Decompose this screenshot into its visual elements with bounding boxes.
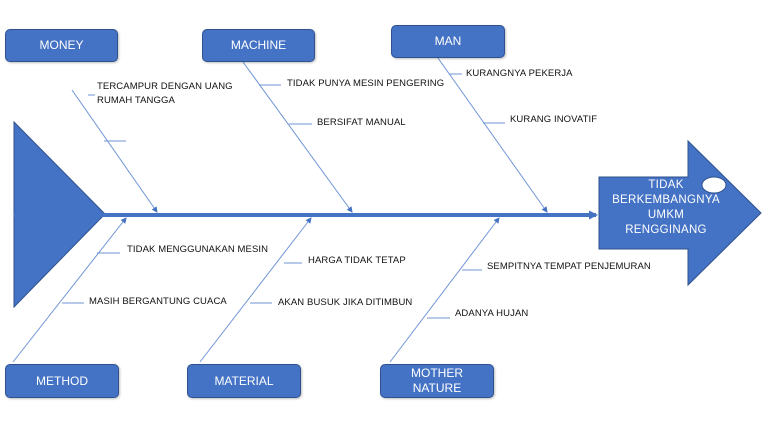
cause-money-1-line: TERCAMPUR DENGAN UANG: [97, 81, 233, 92]
effect-line-3: UMKM: [647, 209, 685, 221]
cause-man-1: KURANGNYA PEKERJA: [466, 68, 573, 79]
category-material-label: MATERIAL: [214, 373, 274, 388]
bone-money: [71, 89, 158, 213]
cause-mother-nature-2: ADANYA HUJAN: [455, 308, 529, 319]
category-method-label: METHOD: [36, 373, 88, 388]
bone-mother-nature: [389, 217, 500, 363]
cause-machine-2: BERSIFAT MANUAL: [317, 117, 406, 128]
category-mother-nature: MOTHER NATURE: [380, 364, 494, 398]
bone-method: [12, 217, 127, 363]
category-material: MATERIAL: [187, 364, 301, 398]
cause-money-1-line-2: RUMAH TANGGA: [97, 95, 175, 106]
category-money-label: MONEY: [39, 38, 84, 52]
bone-material: [199, 217, 312, 363]
fish-eye: [701, 176, 727, 194]
category-machine-label: MACHINE: [230, 38, 287, 52]
cause-man-2: KURANG INOVATIF: [510, 114, 598, 125]
category-machine: MACHINE: [202, 29, 315, 62]
bone-man: [437, 57, 548, 213]
cause-money-1: TERCAMPUR DENGAN UANG RUMAH TANGGA: [97, 80, 233, 108]
category-method: METHOD: [5, 364, 119, 398]
effect-arrow-head: [598, 139, 762, 287]
effect-line-2: BERKEMBANGNYA: [612, 194, 720, 206]
bone-machine: [242, 61, 353, 213]
effect-line-1: TIDAK: [648, 179, 684, 191]
category-mother-nature-line-2: NATURE: [412, 381, 462, 395]
effect-line-4: RENGGINANG: [625, 224, 707, 236]
cause-method-2: MASIH BERGANTUNG CUACA: [89, 296, 227, 307]
category-man: MAN: [391, 25, 505, 58]
cause-material-1: HARGA TIDAK TETAP: [308, 255, 406, 266]
cause-method-1: TIDAK MENGGUNAKAN MESIN: [127, 244, 269, 255]
category-mother-nature-line-1: MOTHER: [411, 366, 463, 380]
cause-mother-nature-1: SEMPITNYA TEMPAT PENJEMURAN: [487, 261, 651, 272]
cause-machine-1: TIDAK PUNYA MESIN PENGERING: [287, 78, 445, 89]
cause-material-2: AKAN BUSUK JIKA DITIMBUN: [278, 297, 413, 308]
effect-label: TIDAK BERKEMBANGNYA UMKM RENGGINANG: [600, 178, 732, 238]
category-money: MONEY: [5, 29, 118, 62]
category-man-label: MAN: [434, 34, 462, 48]
